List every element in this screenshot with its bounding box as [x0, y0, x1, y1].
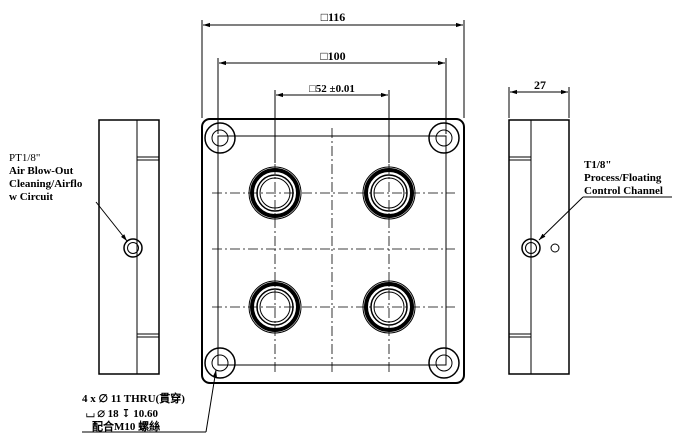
bushing-bl — [248, 280, 302, 334]
hole-spec-3: 配合M10 螺絲 — [92, 419, 160, 433]
dim-middle-label: □100 — [320, 49, 345, 63]
corner-hole-tl — [204, 122, 236, 154]
front-view — [82, 118, 465, 433]
left-port-desc-1: Air Blow-Out — [9, 165, 74, 177]
left-port-note: PT1/8" Air Blow-Out Cleaning/Airflo w Ci… — [9, 152, 83, 203]
plate-outline — [201, 118, 465, 384]
hole-spec-1: 4 x ∅ 11 THRU(貫穿) — [82, 391, 185, 405]
right-port-thread: T1/8" — [584, 159, 612, 171]
hole-spec-2: ⌴ ∅ 18 ↧ 10.60 — [86, 408, 159, 420]
dimension-outer: □116 — [201, 10, 465, 118]
dimension-inner: □52 ±0.01 — [274, 83, 390, 163]
hole-leader — [205, 369, 217, 433]
bushing-tr — [362, 166, 416, 220]
left-port-desc-3: w Circuit — [9, 191, 53, 203]
dim-outer-label: □116 — [321, 10, 346, 24]
corner-hole-br — [428, 347, 460, 379]
corner-hole-bl — [204, 347, 236, 379]
dimension-middle: □100 — [217, 49, 447, 134]
left-side-view — [95, 119, 160, 375]
bushing-br — [362, 280, 416, 334]
dim-inner-label: □52 ±0.01 — [309, 83, 355, 95]
right-side-view — [508, 119, 672, 375]
dimension-side: 27 — [508, 78, 570, 118]
left-port-thread: PT1/8" — [9, 152, 40, 164]
dim-side-label: 27 — [534, 78, 546, 92]
left-port-leader — [95, 201, 128, 242]
left-port-inner — [127, 242, 139, 254]
corner-hole-tr — [428, 122, 460, 154]
bushing-tl — [248, 166, 302, 220]
right-port-desc-2: Control Channel — [584, 185, 663, 197]
right-small-hole — [550, 243, 560, 253]
right-port-outer — [521, 238, 541, 258]
right-port-inner — [525, 242, 537, 254]
right-port-desc-1: Process/Floating — [584, 172, 662, 184]
left-port-desc-2: Cleaning/Airflo — [9, 178, 83, 190]
left-port-outer — [123, 238, 143, 258]
right-port-note: T1/8" Process/Floating Control Channel — [584, 159, 663, 197]
hole-note: 4 x ∅ 11 THRU(貫穿) ⌴ ∅ 18 ↧ 10.60 配合M10 螺… — [82, 391, 185, 433]
right-port-leader — [538, 196, 584, 241]
